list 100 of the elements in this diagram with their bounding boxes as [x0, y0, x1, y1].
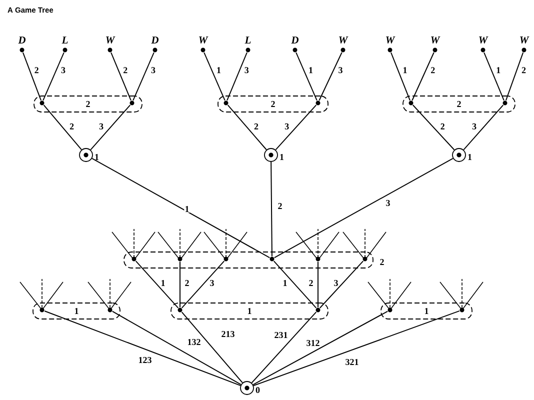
edge-label: 2 — [253, 122, 260, 130]
edge-label: 2 — [277, 202, 283, 210]
branch-line — [275, 104, 317, 150]
branch-line — [22, 52, 42, 101]
edge-label: 3 — [244, 66, 250, 74]
decision-node — [452, 148, 466, 162]
information-set: 1 — [170, 302, 328, 320]
branch-line — [412, 104, 455, 150]
edge-label: 132 — [186, 338, 202, 346]
node-label: W — [520, 36, 530, 44]
edge-label: 3 — [60, 66, 66, 74]
node-label: W — [431, 36, 440, 44]
edge-label: 2 — [122, 66, 128, 74]
branch-line — [135, 260, 179, 308]
outcome-leaf: W — [431, 36, 440, 52]
edge-label: 2 — [184, 279, 190, 287]
edge-label: 2 — [520, 66, 527, 74]
node-label: W — [106, 36, 116, 44]
branch-line — [112, 310, 242, 386]
information-set: 1 — [380, 302, 472, 320]
edge-label: 1 — [216, 66, 222, 74]
edge-label: 3 — [150, 66, 156, 74]
edge-label: 3 — [333, 279, 339, 287]
outcome-leaf: W — [520, 36, 530, 52]
node-label: D — [151, 36, 159, 44]
node-label: D — [18, 36, 26, 44]
edge-label: 123 — [138, 356, 152, 364]
information-set: 2 — [218, 96, 328, 112]
edge-label: 2 — [34, 66, 40, 74]
node-label: W — [386, 36, 396, 44]
branch-line — [226, 52, 248, 101]
edge-label: 1 — [308, 66, 314, 74]
branch-line — [181, 312, 243, 384]
branch-line — [319, 260, 364, 308]
branch-line — [274, 158, 454, 258]
information-set: 2 — [34, 96, 142, 112]
branch-line — [318, 52, 342, 102]
outcome-leaf: W — [106, 36, 116, 52]
branch-line — [463, 104, 504, 150]
node-label: W — [479, 36, 488, 44]
decision-node — [240, 381, 254, 395]
branch-line — [270, 161, 272, 257]
player-number: 0 — [256, 386, 260, 394]
edge-label: 1 — [496, 66, 502, 74]
edge-label: 1 — [184, 205, 190, 213]
edge-label: 2 — [430, 66, 436, 74]
node-label: L — [62, 36, 68, 44]
branch-line — [42, 52, 64, 101]
edge-label: 3 — [385, 199, 391, 207]
branch-line — [253, 310, 460, 386]
node-label: D — [291, 36, 299, 44]
branch-line — [251, 312, 317, 384]
node-label: L — [244, 36, 251, 44]
outcome-leaf: L — [244, 36, 251, 52]
edge-label: 321 — [344, 358, 360, 366]
decision-node — [79, 148, 93, 162]
branch-line — [132, 52, 154, 101]
outcome-leaf: D — [18, 36, 26, 52]
outcome-leaf: W — [479, 36, 488, 52]
player-number: 1 — [280, 154, 284, 160]
player-number: 1 — [468, 154, 472, 160]
node-label: 2 — [380, 259, 384, 265]
edge-label: 2 — [440, 122, 446, 130]
outcome-leaf: W — [199, 36, 208, 52]
edge-label: 312 — [306, 339, 320, 347]
branch-line — [92, 158, 270, 258]
player-number: 1 — [95, 154, 99, 160]
edge-label: 1 — [282, 279, 288, 287]
information-set: 2 — [402, 96, 516, 112]
node-label: W — [339, 36, 348, 44]
branch-line — [44, 310, 241, 386]
branch-line — [252, 310, 388, 386]
branch-line — [110, 52, 132, 101]
edge-label: 1 — [160, 279, 166, 287]
branch-line — [204, 52, 226, 101]
edge-label: 3 — [98, 122, 104, 130]
outcome-leaf: D — [151, 36, 159, 52]
edge-label: 231 — [274, 331, 288, 339]
branch-line — [43, 104, 82, 150]
node-label: W — [199, 36, 208, 44]
outcome-leaf: W — [386, 36, 396, 52]
branch-line — [412, 52, 434, 101]
edge-label: 2 — [68, 122, 75, 130]
edge-label: 2 — [308, 279, 314, 287]
branch-line — [90, 104, 131, 150]
edge-label: 3 — [471, 122, 478, 130]
outcome-leaf: W — [339, 36, 348, 52]
outcome-leaf: D — [291, 36, 299, 52]
branch-line — [505, 52, 524, 101]
branch-line — [273, 260, 317, 308]
edge-label: 1 — [402, 66, 408, 74]
information-set: 2 — [124, 252, 384, 268]
branch-line — [296, 52, 318, 101]
information-set: 1 — [32, 302, 120, 320]
edge-label: 3 — [338, 66, 344, 74]
decision-node — [264, 148, 278, 162]
branch-line — [227, 104, 267, 150]
edge-label: 3 — [284, 122, 290, 130]
edge-label: 213 — [220, 330, 236, 338]
edge-label: 3 — [209, 279, 215, 287]
